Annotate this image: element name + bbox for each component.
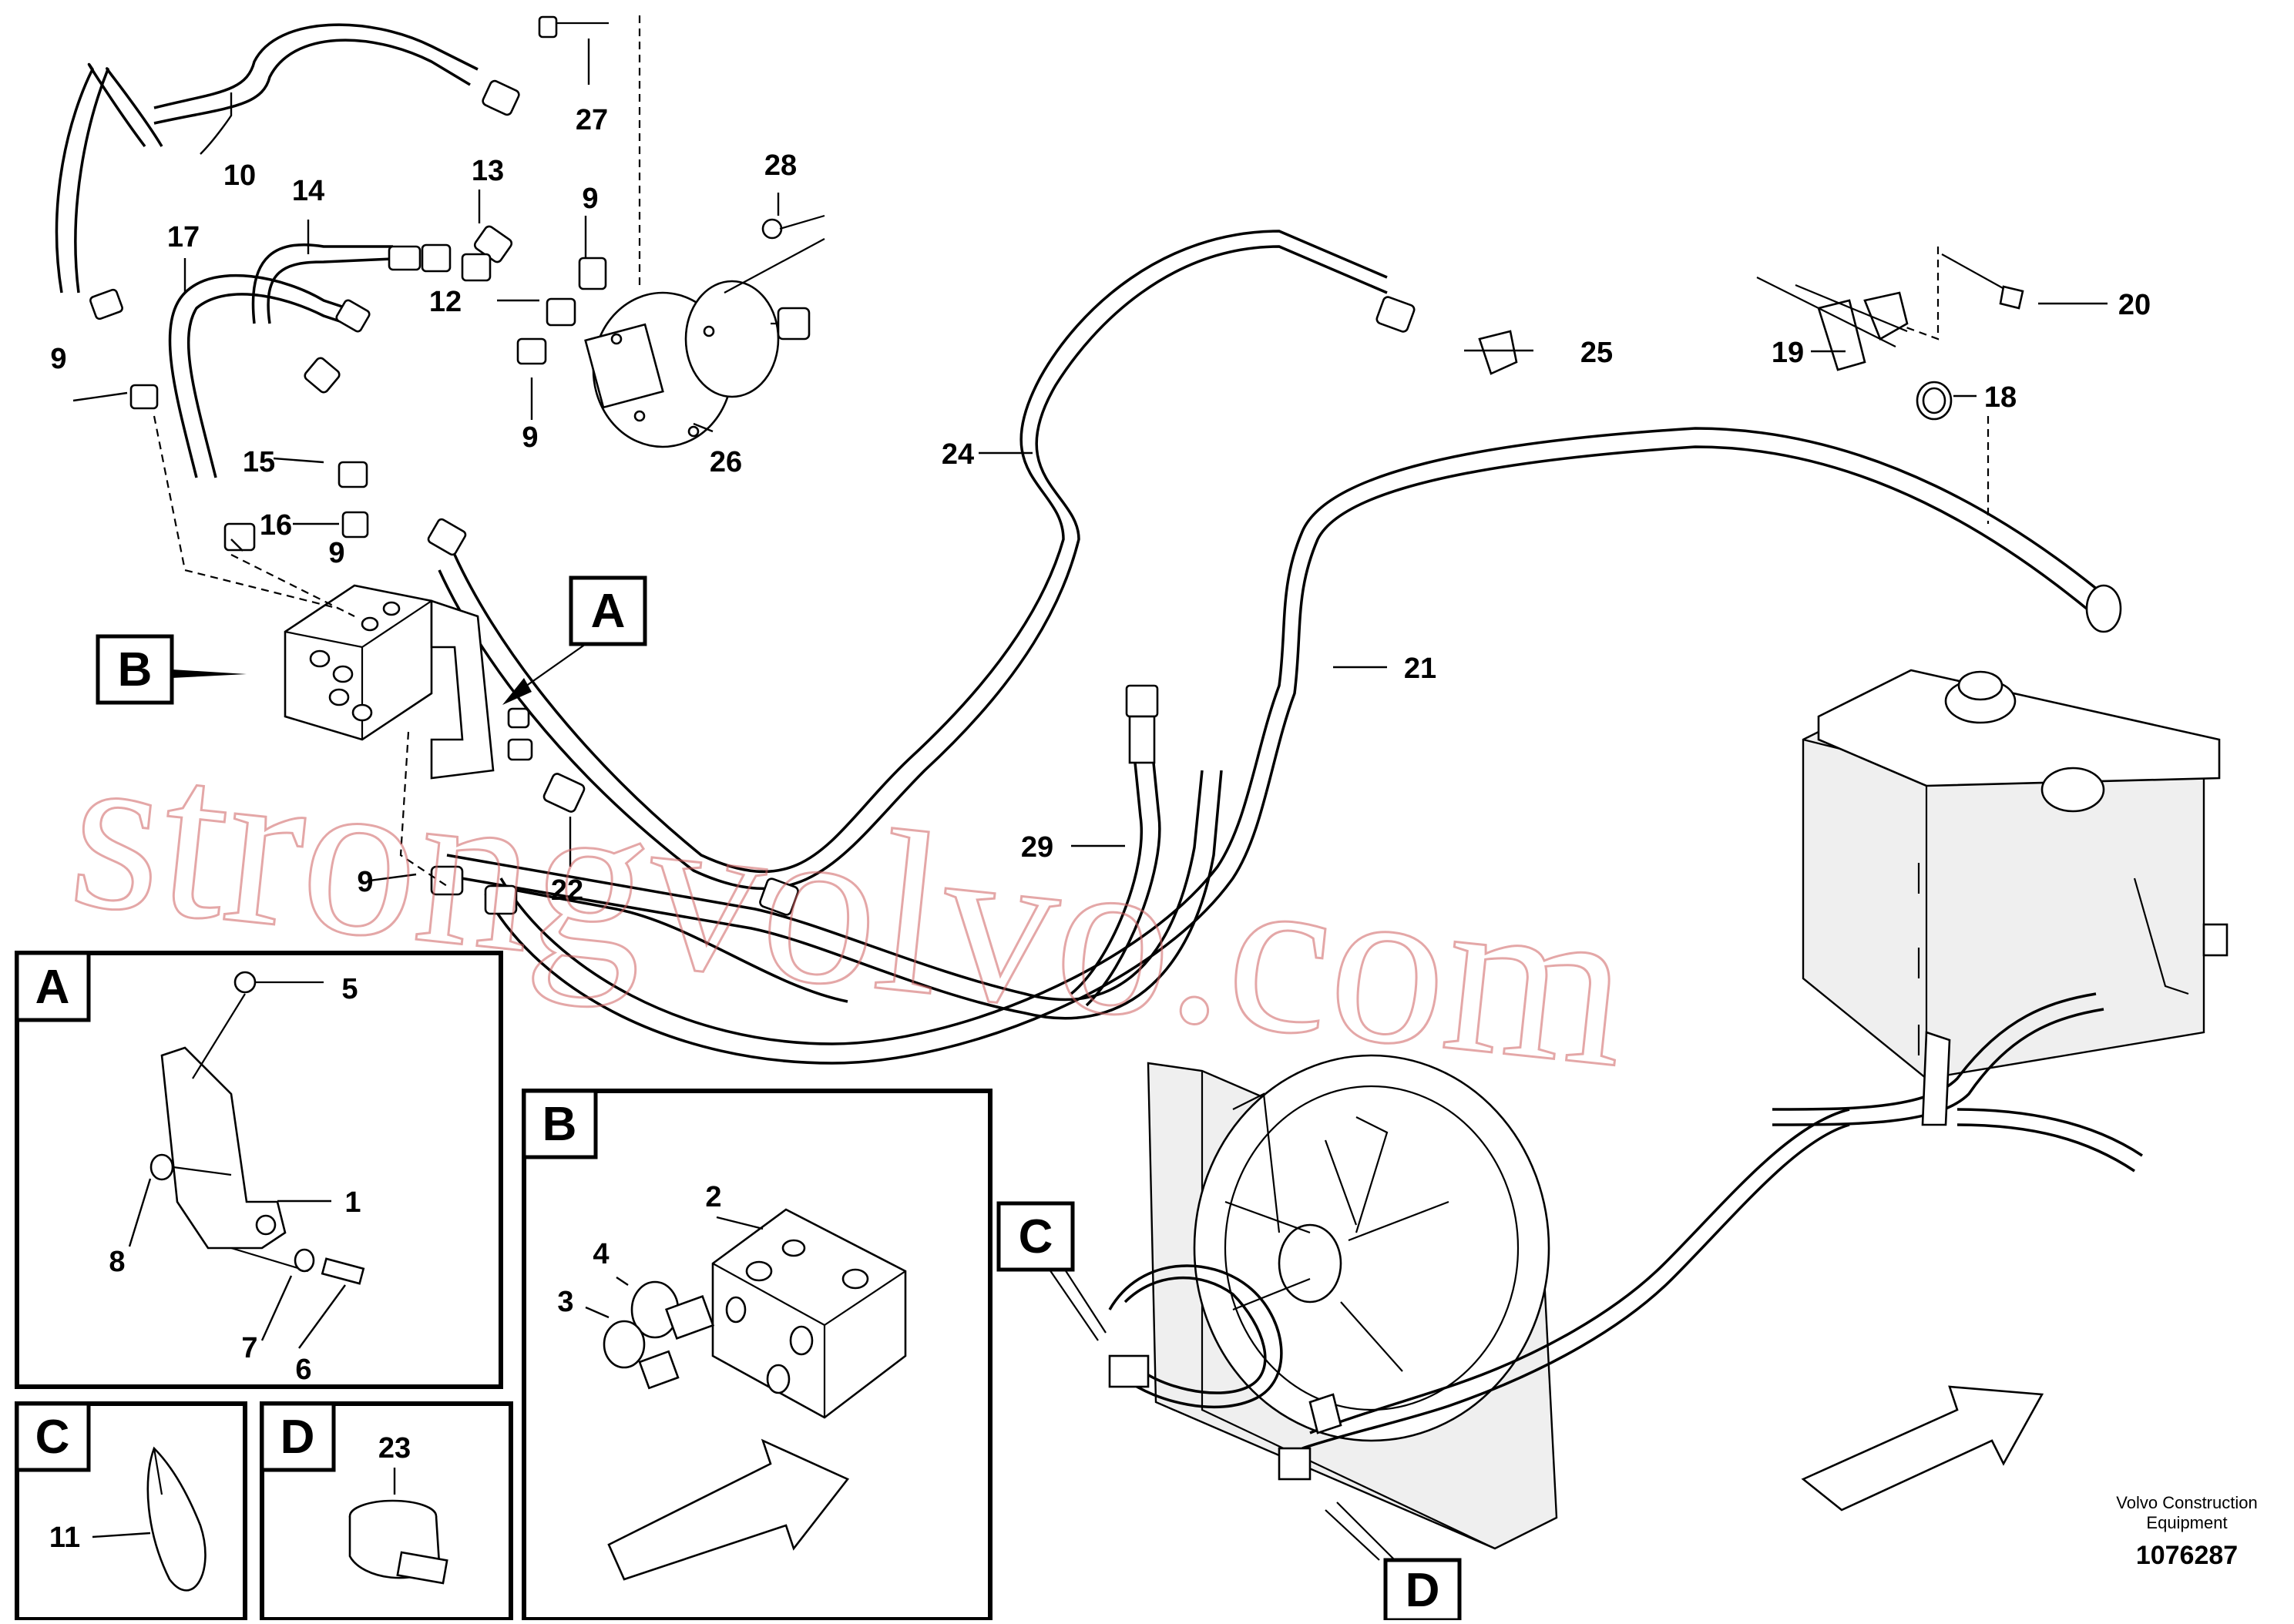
view-callout-c-main: C [996, 1201, 1107, 1341]
label-13: 13 [472, 155, 504, 187]
hydraulic-tank [1772, 669, 2229, 1126]
label-19: 19 [1772, 337, 1804, 369]
label-1: 1 [344, 1186, 361, 1219]
part-labels: 10 14 17 13 9 12 9 9 26 28 27 15 16 9 24… [49, 104, 2151, 1554]
label-11: 11 [49, 1522, 80, 1554]
cooler-fan [1108, 1054, 2143, 1550]
label-15: 15 [243, 446, 275, 478]
view-callout-d-main: D [1325, 1502, 1462, 1622]
detail-box-a: A [15, 951, 503, 1389]
valve-block-main [284, 584, 533, 780]
credit-line-1: Volvo Construction [2116, 1493, 2257, 1512]
detail-a-tag: A [35, 961, 70, 1014]
label-4: 4 [593, 1238, 609, 1270]
detail-box-d: D [260, 1401, 513, 1622]
watermark: strongvolvo.com [59, 696, 1641, 1116]
view-d-tag: D [1406, 1564, 1440, 1617]
label-9-e: 9 [357, 866, 373, 898]
motor-26 [584, 238, 825, 448]
clamp-assembly [1756, 253, 2024, 421]
label-12: 12 [429, 286, 462, 318]
view-c-tag: C [1019, 1210, 1053, 1263]
label-21: 21 [1404, 653, 1436, 685]
title-block: Volvo Construction Equipment 1076287 [2116, 1493, 2257, 1570]
hose-22 [438, 770, 1223, 1020]
label-10: 10 [223, 159, 256, 192]
watermark-text: strongvolvo.com [61, 698, 1640, 1116]
label-22: 22 [551, 874, 583, 907]
detail-d-tag: D [280, 1411, 315, 1464]
detail-box-b: B [522, 1089, 992, 1622]
label-23: 23 [378, 1432, 411, 1465]
dashed-guides [153, 15, 1990, 887]
view-callout-a-main: A [502, 575, 647, 705]
label-9-a: 9 [582, 183, 598, 215]
label-29: 29 [1021, 831, 1053, 864]
view-b-tag: B [118, 643, 153, 696]
label-2: 2 [705, 1181, 721, 1213]
label-7: 7 [241, 1332, 257, 1364]
label-14: 14 [292, 175, 324, 207]
label-26: 26 [710, 446, 742, 478]
hose-17 [168, 273, 348, 478]
drawing-number: 1076287 [2136, 1541, 2238, 1570]
hose-14 [251, 243, 394, 324]
label-17: 17 [167, 221, 200, 253]
view-a-tag: A [591, 585, 626, 638]
fittings [89, 15, 1518, 916]
credit-line-2: Equipment [2146, 1513, 2227, 1532]
label-6: 6 [295, 1354, 311, 1386]
label-24: 24 [942, 438, 974, 471]
hose-11-pipe [492, 884, 848, 1003]
hose-21 [484, 427, 2122, 1065]
label-5: 5 [341, 973, 358, 1005]
leaders [72, 39, 2108, 882]
hose-24 [438, 230, 1388, 891]
hose-29 [1070, 684, 1161, 1007]
direction-arrow-main [1801, 1385, 2044, 1512]
label-9-b: 9 [50, 343, 66, 375]
label-28: 28 [764, 149, 797, 182]
detail-c-tag: C [35, 1411, 70, 1464]
detail-box-c: C [15, 1401, 247, 1622]
view-callout-b-main: B [96, 634, 247, 705]
label-16: 16 [260, 509, 292, 542]
label-25: 25 [1580, 337, 1613, 369]
detail-b-tag: B [542, 1098, 577, 1151]
label-8: 8 [109, 1246, 125, 1278]
label-3: 3 [557, 1286, 573, 1318]
label-18: 18 [1984, 381, 2017, 414]
hose-10 [55, 23, 479, 294]
label-9-c: 9 [522, 421, 538, 454]
label-9-d: 9 [328, 537, 344, 569]
label-20: 20 [2118, 289, 2151, 321]
label-27: 27 [576, 104, 608, 136]
